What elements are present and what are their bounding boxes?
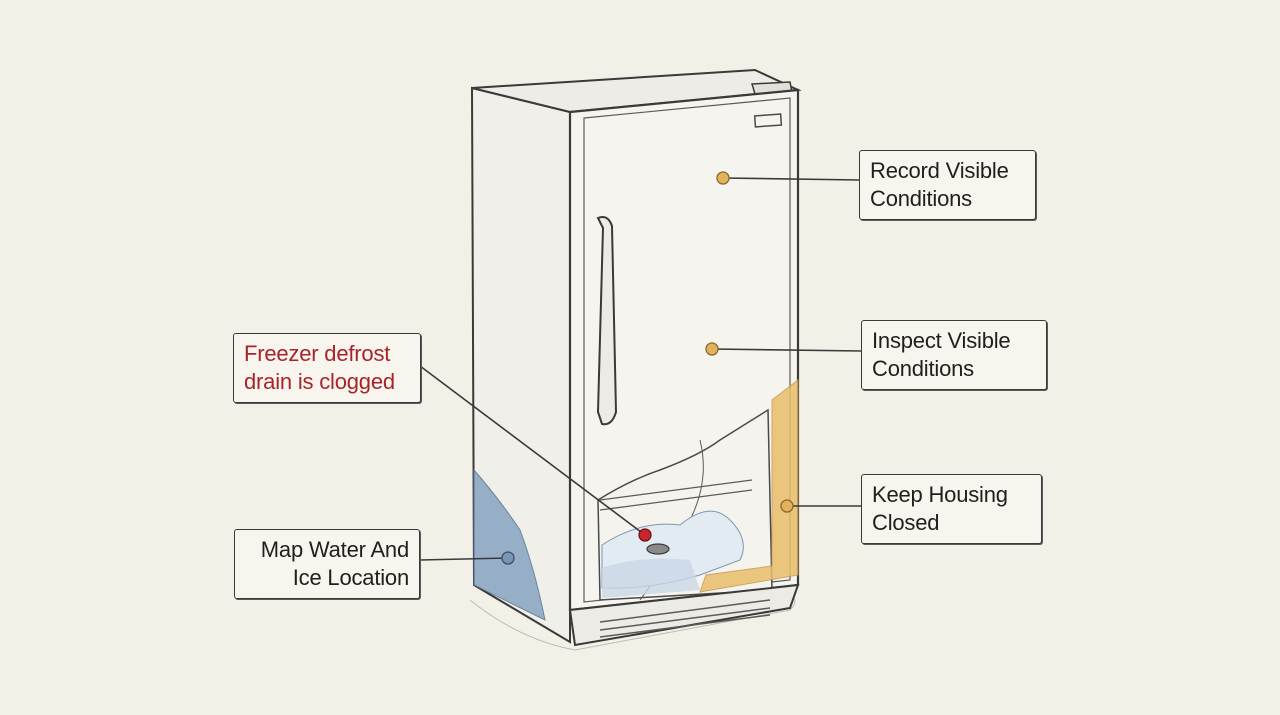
callout-record-line-1: Record Visible (870, 158, 1009, 183)
leader-water (419, 557, 509, 561)
door-badge (753, 113, 783, 128)
interior-water (602, 558, 700, 598)
callout-inspect-visible-conditions: Inspect Visible Conditions (861, 320, 1047, 390)
marker-inspect-dot (705, 342, 719, 356)
door-handle (596, 216, 618, 426)
side-water-pool (473, 468, 546, 621)
callout-defrost-drain-clogged: Freezer defrost drain is clogged (233, 333, 421, 403)
callout-map-water-ice: Map Water And Ice Location (234, 529, 420, 599)
floor-shadow (469, 595, 796, 651)
callout-keep-housing-closed: Keep Housing Closed (861, 474, 1042, 544)
callout-housing-line-1: Keep Housing (872, 482, 1008, 507)
door-inner-edge (583, 97, 791, 603)
leader-inspect (711, 348, 863, 352)
drain-hole (646, 543, 670, 555)
callout-record-line-2: Conditions (870, 186, 972, 211)
callout-inspect-line-1: Inspect Visible (872, 328, 1011, 353)
callout-inspect-line-2: Conditions (872, 356, 974, 381)
callout-record-visible-conditions: Record Visible Conditions (859, 150, 1036, 220)
callout-water-line-2: Ice Location (292, 565, 409, 590)
grille-slot-3 (599, 614, 771, 638)
marker-water-dot (501, 551, 515, 565)
leader-record (722, 177, 861, 181)
callout-drain-line-2: drain is clogged (244, 369, 395, 394)
grille-slot-1 (599, 599, 771, 623)
interior-shelf (599, 479, 753, 511)
bottom-base (568, 583, 800, 647)
leader-lines (419, 177, 863, 561)
marker-record-dot (716, 171, 730, 185)
leader-drain (419, 365, 646, 536)
marker-housing-dot (780, 499, 794, 513)
insulation-wall (699, 378, 799, 593)
callout-housing-line-2: Closed (872, 510, 940, 535)
grille-slot-2 (599, 607, 771, 631)
callout-water-line-1: Map Water And (260, 537, 409, 562)
callout-drain-line-1: Freezer defrost (244, 341, 391, 366)
marker-drain-dot (638, 528, 652, 542)
